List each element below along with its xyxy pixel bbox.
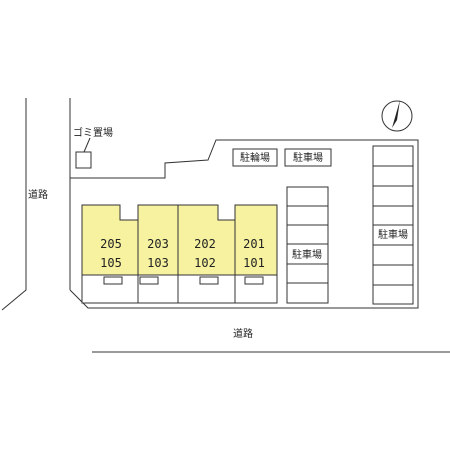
west-road-edge-left xyxy=(1,98,27,311)
garbage-label: ゴミ置場 xyxy=(73,126,113,139)
parking-east-column xyxy=(372,145,414,305)
parking-east-label: 駐車場 xyxy=(378,228,408,241)
unit-number-lower: 105 xyxy=(100,256,122,270)
garbage-label-leader xyxy=(83,137,91,153)
unit-number-upper: 203 xyxy=(147,237,169,251)
bicycle-parking-label: 駐輪場 xyxy=(240,151,270,164)
unit-number-lower: 103 xyxy=(147,256,169,270)
unit-balconies xyxy=(81,274,278,304)
parking-middle-column xyxy=(286,186,329,304)
north-arrow-icon xyxy=(381,100,413,132)
unit-number-lower: 102 xyxy=(194,256,216,270)
unit-number-lower: 101 xyxy=(243,256,265,270)
garbage-area xyxy=(75,151,92,169)
parking-top-label: 駐車場 xyxy=(293,151,323,164)
bicycle-parking-box xyxy=(232,148,278,167)
site-boundary xyxy=(69,139,419,309)
parking-top-box xyxy=(284,148,332,167)
road-south-label: 道路 xyxy=(233,327,253,340)
road-west-label: 道路 xyxy=(28,188,48,201)
unit-number-upper: 202 xyxy=(194,237,216,251)
unit-number-upper: 205 xyxy=(100,237,122,251)
parking-middle-label: 駐車場 xyxy=(292,248,322,261)
unit-number-upper: 201 xyxy=(243,237,265,251)
